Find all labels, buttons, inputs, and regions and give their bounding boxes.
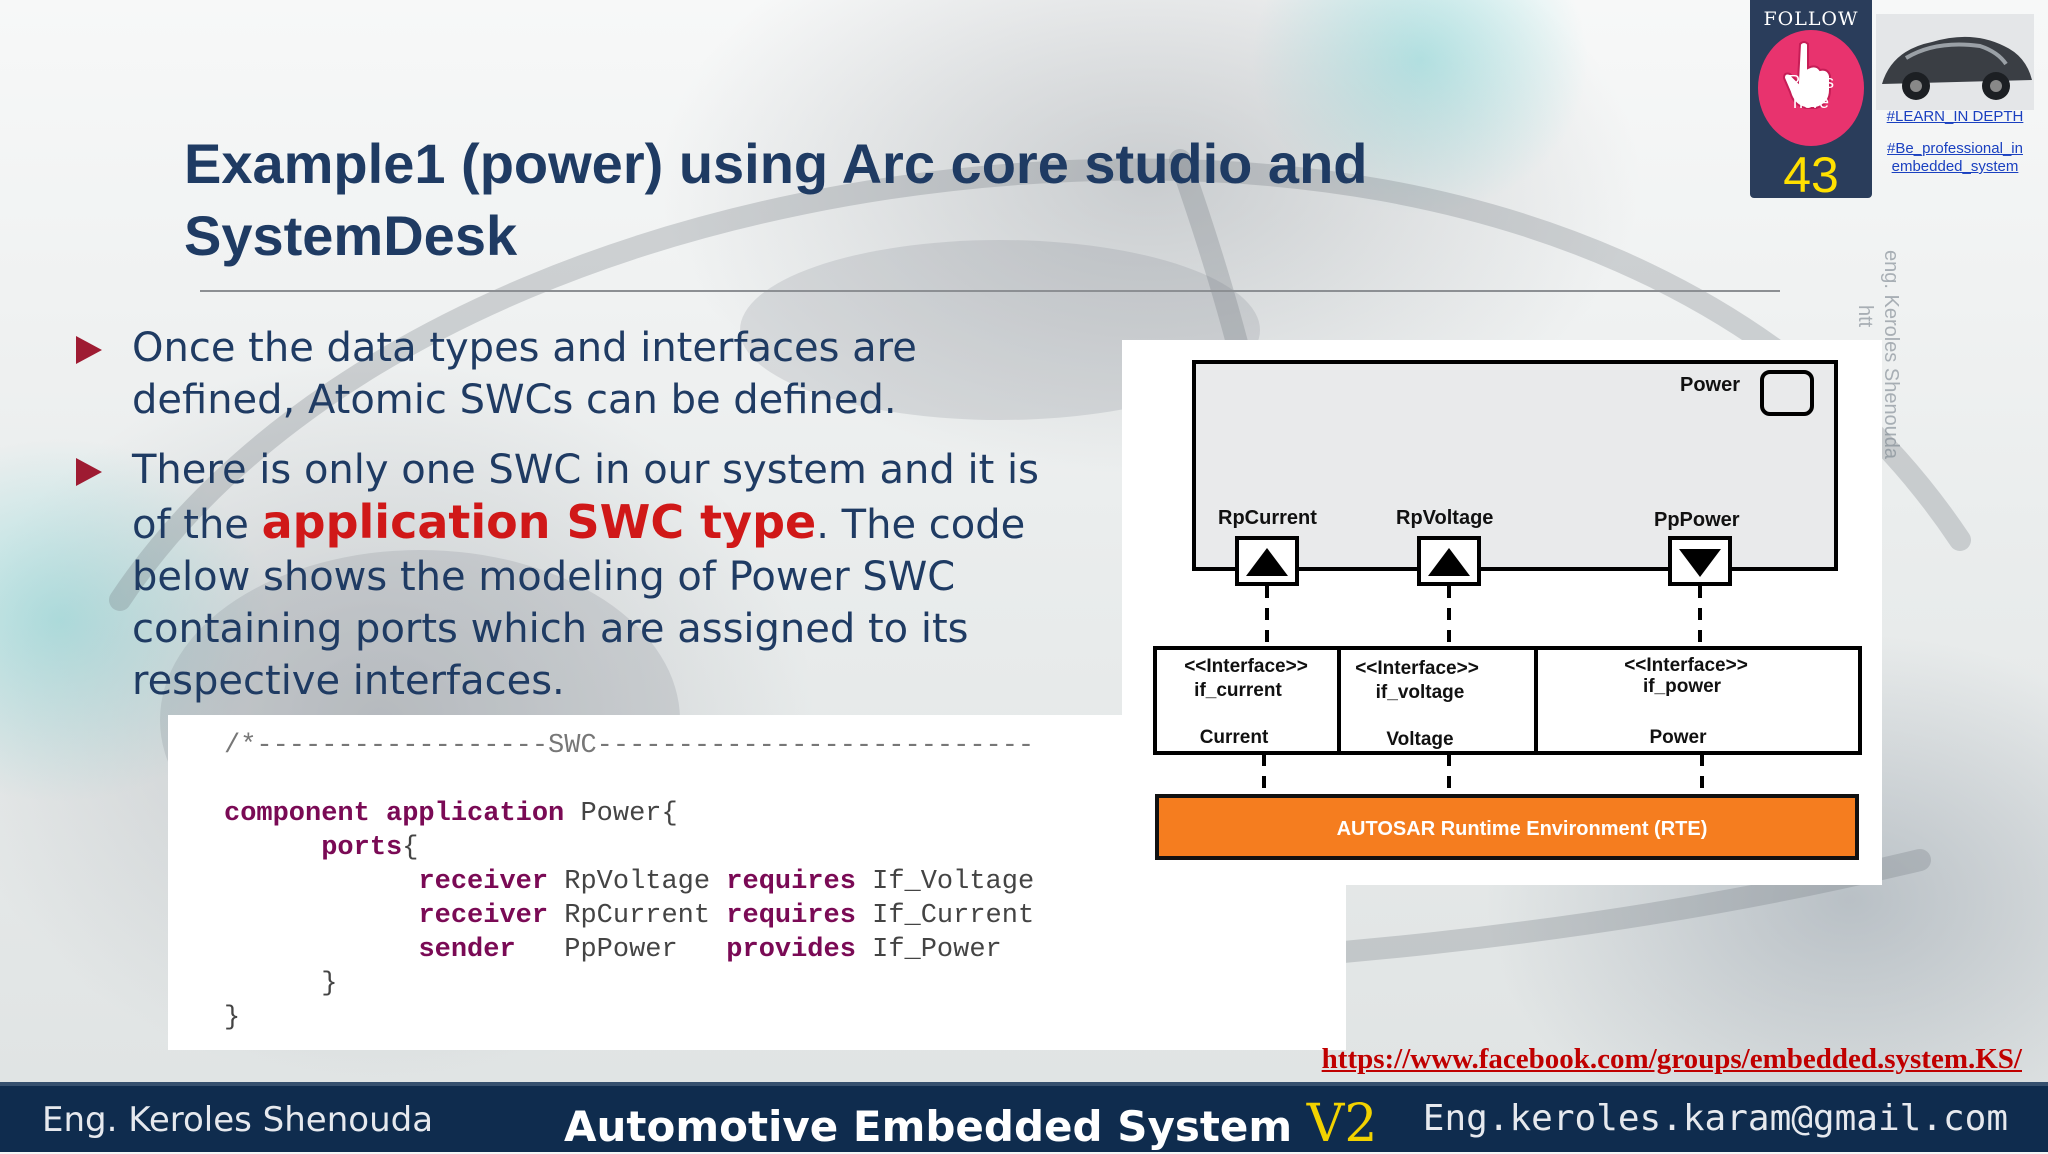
- course-title-text: Automotive Embedded System: [564, 1102, 1307, 1151]
- bullet-arrow-icon: [76, 458, 102, 486]
- port-label: RpCurrent: [1218, 507, 1317, 529]
- press-here-label: Press here: [1750, 72, 1872, 112]
- learn-in-depth-link[interactable]: #LEARN_IN DEPTH: [1886, 108, 2024, 125]
- code-keyword: component application: [224, 799, 565, 829]
- facebook-group-link[interactable]: https://www.facebook.com/groups/embedded…: [1321, 1043, 2022, 1075]
- interface-stereotype: <<Interface>>: [1355, 658, 1479, 679]
- interface-name: if_power: [1643, 676, 1722, 697]
- code-text: If_Current: [855, 901, 1035, 931]
- power-component-box: [1192, 360, 1838, 571]
- car-thumbnail-icon: [1876, 14, 2034, 110]
- port-label: PpPower: [1654, 509, 1740, 531]
- code-block: /*------------------SWC-----------------…: [224, 729, 1034, 1035]
- follow-us-badge[interactable]: FOLLOW US Press here 43: [1750, 0, 1872, 203]
- code-keyword: receiver: [418, 901, 549, 931]
- code-comment: /*------------------SWC-----------------…: [224, 731, 1035, 761]
- component-name: Power: [1680, 374, 1740, 396]
- code-text: RpVoltage: [548, 867, 727, 897]
- bullet-text: Once the data types and interfaces are d…: [132, 325, 917, 423]
- bullet-item: There is only one SWC in our system and …: [70, 444, 1070, 707]
- footer-email[interactable]: Eng.keroles.karam@gmail.com: [1422, 1098, 2008, 1139]
- interface-name: if_current: [1194, 680, 1282, 701]
- code-text: PpPower: [515, 935, 727, 965]
- code-keyword: requires: [726, 867, 856, 897]
- interface-stereotype: <<Interface>>: [1184, 656, 1308, 677]
- bullet-list: Once the data types and interfaces are d…: [70, 322, 1070, 725]
- course-version: V2: [1306, 1094, 1378, 1154]
- tag-line: embedded_system: [1891, 158, 2019, 175]
- side-credit-text: eng. Keroles Shenouda: [1880, 250, 1902, 460]
- bullet-text: There is only one SWC in our system and …: [132, 447, 1039, 548]
- slide-title: Example1 (power) using Arc core studio a…: [184, 132, 1368, 267]
- code-text: {: [402, 833, 419, 863]
- code-keyword: provides: [726, 935, 856, 965]
- title-divider: [200, 290, 1780, 292]
- rte-label: AUTOSAR Runtime Environment (RTE): [1337, 818, 1708, 840]
- code-text: If_Power: [855, 935, 1002, 965]
- code-keyword: ports: [321, 833, 403, 863]
- code-text: Power{: [564, 799, 678, 829]
- receiver-port-icon: [1417, 536, 1481, 586]
- bullet-text: . The code below shows the modeling of P…: [132, 502, 1026, 704]
- interface-element: Power: [1649, 727, 1707, 748]
- side-credit-watermark: eng. Keroles Shenouda htt: [1854, 250, 1922, 490]
- bullet-item: Once the data types and interfaces are d…: [70, 322, 1070, 426]
- code-keyword: receiver: [418, 867, 549, 897]
- interfaces-box: [1153, 646, 1862, 755]
- bullet-highlight: application SWC type: [261, 495, 817, 549]
- code-keyword: sender: [418, 935, 516, 965]
- port-connectors: [1262, 586, 1704, 794]
- interface-element: Current: [1200, 727, 1269, 748]
- code-text: RpCurrent: [548, 901, 727, 931]
- press-label: Press: [1787, 72, 1834, 92]
- interface-name: if_voltage: [1376, 682, 1465, 703]
- here-label: here: [1792, 92, 1830, 112]
- interface-stereotype: <<Interface>>: [1624, 655, 1748, 676]
- code-text: If_Voltage: [855, 867, 1035, 897]
- slide-number: 43: [1783, 147, 1839, 203]
- footer-bar: Eng. Keroles Shenouda Automotive Embedde…: [0, 1082, 2048, 1154]
- bullet-arrow-icon: [76, 336, 102, 364]
- be-professional-link[interactable]: #Be_professional_in embedded_system: [1876, 140, 2034, 176]
- code-text: }: [321, 969, 338, 999]
- sender-port-icon: [1668, 536, 1732, 586]
- pointing-hand-icon: [1782, 41, 1831, 109]
- component-icon: [1760, 370, 1814, 416]
- footer-author: Eng. Keroles Shenouda: [42, 1100, 434, 1140]
- swc-diagram-svg: Power RpCurrent RpVoltage PpPower <: [1153, 360, 1862, 860]
- tag-line: #Be_professional_in: [1887, 140, 2023, 157]
- code-text: }: [224, 1003, 241, 1033]
- swc-diagram: Power RpCurrent RpVoltage PpPower <: [1122, 340, 1882, 885]
- interface-element: Voltage: [1386, 729, 1453, 750]
- code-keyword: requires: [726, 901, 856, 931]
- rte-bar: [1155, 794, 1859, 860]
- port-label: RpVoltage: [1396, 507, 1493, 529]
- side-credit-http: htt: [1854, 305, 1876, 328]
- receiver-port-icon: [1235, 536, 1299, 586]
- footer-course-title: Automotive Embedded System V2: [564, 1094, 1377, 1154]
